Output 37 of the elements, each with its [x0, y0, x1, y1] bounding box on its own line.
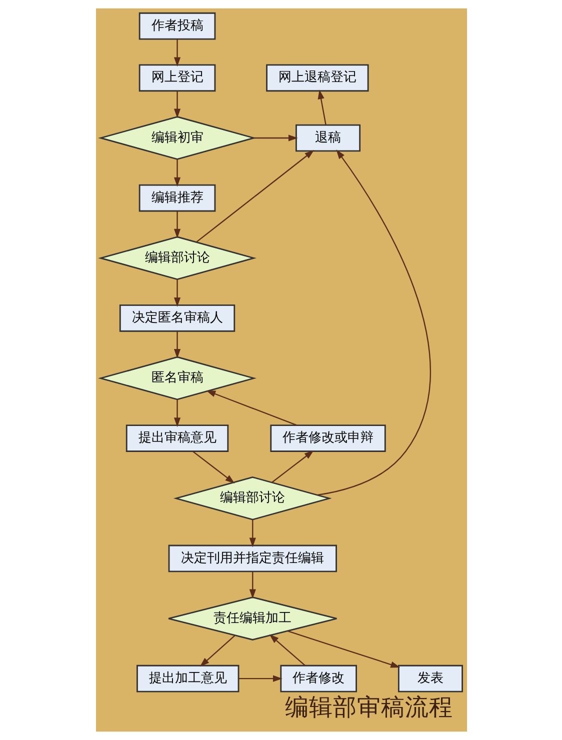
arrow	[248, 520, 256, 548]
arrow	[173, 39, 180, 67]
node-diamond: 匿名审稿	[98, 356, 256, 400]
arrow	[271, 450, 314, 483]
arrow	[196, 150, 314, 243]
arrow	[268, 634, 305, 666]
node-box: 决定刊用并指定责任编辑	[168, 544, 336, 572]
arrow	[173, 91, 180, 118]
node-box: 退稿	[295, 124, 360, 152]
node-diamond: 编辑部讨论	[98, 236, 256, 280]
node-box: 作者修改	[280, 664, 356, 692]
node-diamond: 编辑初审	[98, 116, 256, 160]
arrow	[317, 90, 326, 126]
arrow	[206, 390, 297, 426]
arrow	[173, 159, 180, 187]
node-diamond: 责任编辑加工	[167, 596, 337, 640]
node-box: 提出审稿意见	[125, 424, 228, 452]
arrow	[238, 675, 282, 682]
arrow	[248, 572, 256, 599]
node-box: 网上退稿登记	[266, 64, 368, 92]
arrow	[173, 211, 180, 238]
arrow	[253, 134, 298, 142]
arrow	[173, 279, 180, 307]
arrow	[192, 450, 234, 484]
node-box: 发表	[397, 664, 462, 692]
arrow	[173, 400, 180, 428]
diagram-title: 编辑部审稿流程	[284, 693, 453, 722]
node-box: 提出加工意见	[136, 664, 239, 692]
arrow	[173, 332, 180, 358]
arrow	[287, 630, 400, 668]
node-box: 作者修改或申辩	[270, 424, 386, 452]
node-box: 网上登记	[138, 64, 216, 92]
arrow	[199, 635, 235, 667]
node-box: 决定匿名审稿人	[118, 304, 235, 332]
node-box: 作者投稿	[138, 12, 216, 40]
arrow	[316, 150, 430, 496]
node-box: 编辑推荐	[138, 184, 216, 212]
